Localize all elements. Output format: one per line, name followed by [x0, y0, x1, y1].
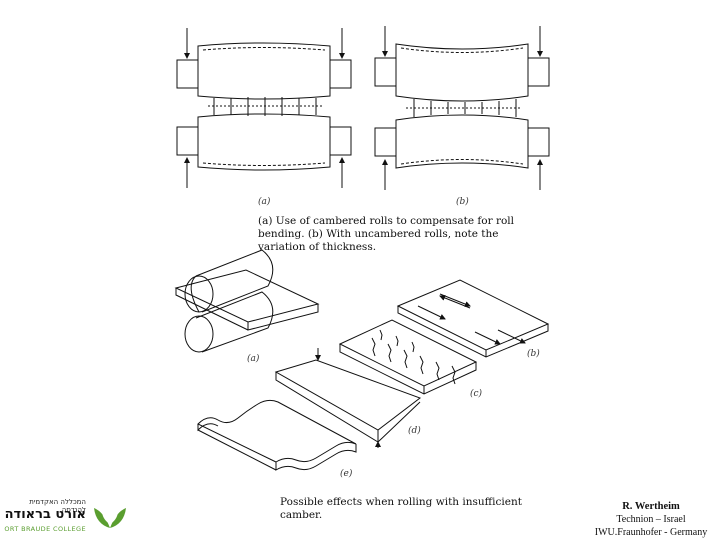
label-bottom-b: (b)	[527, 348, 540, 359]
plate-with-cracks	[338, 319, 478, 395]
rolling-diagram: (a) (b) (a) (b) (c) (d) (e)	[174, 26, 550, 479]
label-top-b: (b)	[456, 196, 469, 207]
rolls-with-sheet	[174, 249, 320, 353]
logo-hebrew-name: אורט בראודה	[4, 507, 86, 522]
label-top-a: (a)	[258, 196, 271, 207]
author-affiliation-1: Technion – Israel	[616, 514, 686, 525]
author-credit: R. Wertheim Technion – Israel IWU.Fraunh…	[586, 500, 716, 539]
label-bottom-d: (d)	[408, 425, 421, 436]
wavy-plate	[197, 399, 357, 471]
gap-forces-b	[406, 99, 522, 117]
plate-with-stress-arrows	[396, 279, 550, 358]
logo-english-name: ORT BRAUDE COLLEGE	[4, 525, 86, 533]
caption-camber-figure: (a) Use of cambered rolls to compensate …	[258, 215, 515, 253]
college-logo: המכללה האקדמית להנדסה אורט בראודה ORT BR…	[4, 498, 136, 536]
label-bottom-c: (c)	[470, 388, 483, 399]
label-bottom-e: (e)	[340, 468, 353, 479]
wedge-plate	[274, 348, 422, 448]
uncambered-rolls-figure	[374, 26, 550, 190]
author-name: R. Wertheim	[622, 501, 680, 512]
laurel-icon	[94, 508, 126, 528]
logo-hebrew-subtitle: המכללה האקדמית להנדסה	[29, 498, 86, 514]
author-affiliation-2: IWU.Fraunhofer - Germany	[594, 527, 708, 538]
cambered-rolls-figure	[176, 28, 352, 188]
label-bottom-a: (a)	[247, 353, 260, 364]
caption-defects-figure: Possible effects when rolling with insuf…	[280, 496, 522, 521]
gap-forces-a	[208, 97, 322, 116]
